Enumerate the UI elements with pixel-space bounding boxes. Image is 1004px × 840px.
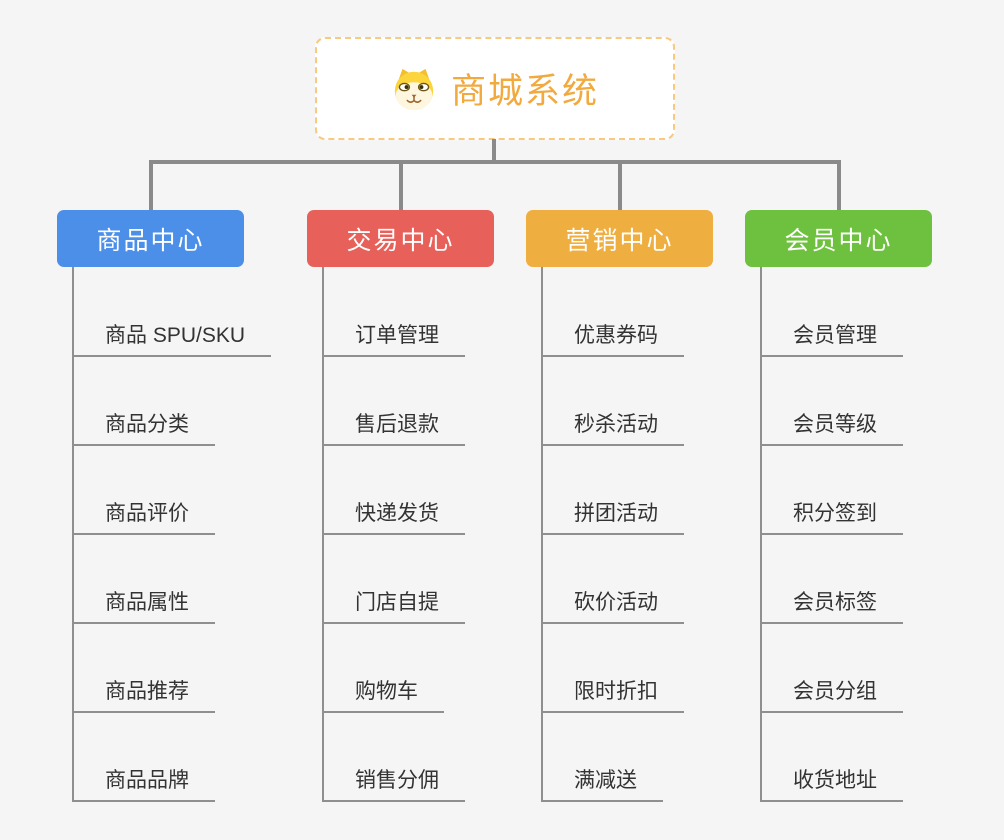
- leaf-topic[interactable]: 收货地址: [760, 762, 903, 802]
- leaf-topic[interactable]: 会员标签: [760, 584, 903, 624]
- leaf-topic[interactable]: 限时折扣: [541, 673, 684, 713]
- root-topic-label: 商城系统: [450, 72, 599, 111]
- leaf-topic[interactable]: 商品品牌: [72, 762, 215, 802]
- connector-line: [148, 160, 153, 210]
- leaf-topic[interactable]: 购物车: [322, 673, 444, 713]
- leaf-topic[interactable]: 砍价活动: [541, 584, 684, 624]
- connector-line: [617, 160, 622, 210]
- branch-column: 营销中心 优惠券码秒杀活动拼团活动砍价活动限时折扣满减送: [526, 210, 766, 810]
- branch-topic[interactable]: 商品中心: [57, 210, 244, 267]
- leaf-topic[interactable]: 商品属性: [72, 584, 215, 624]
- leaf-topic[interactable]: 售后退款: [322, 406, 465, 446]
- leaf-topic[interactable]: 积分签到: [760, 495, 903, 535]
- leaf-topic[interactable]: 商品评价: [72, 495, 215, 535]
- leaf-topic[interactable]: 商品分类: [72, 406, 215, 446]
- leaf-topic[interactable]: 门店自提: [322, 584, 465, 624]
- connector-line: [148, 160, 841, 164]
- branch-topic[interactable]: 会员中心: [745, 210, 932, 267]
- leaf-topic[interactable]: 快递发货: [322, 495, 465, 535]
- root-topic[interactable]: 商城系统: [315, 37, 675, 140]
- connector-line: [836, 160, 841, 210]
- leaf-topic[interactable]: 秒杀活动: [541, 406, 684, 446]
- leaf-topic[interactable]: 优惠券码: [541, 317, 684, 357]
- leaf-topic[interactable]: 会员分组: [760, 673, 903, 713]
- leaf-topic[interactable]: 满减送: [541, 762, 663, 802]
- leaf-topic[interactable]: 商品推荐: [72, 673, 215, 713]
- leaf-topic[interactable]: 销售分佣: [322, 762, 465, 802]
- leaf-topic[interactable]: 拼团活动: [541, 495, 684, 535]
- leaf-topic[interactable]: 订单管理: [322, 317, 465, 357]
- branch-column: 会员中心 会员管理会员等级积分签到会员标签会员分组收货地址: [745, 210, 985, 810]
- leaf-topic[interactable]: 商品 SPU/SKU: [72, 317, 272, 357]
- dog-face-icon: [391, 66, 437, 112]
- connector-line: [398, 160, 403, 210]
- branch-topic[interactable]: 营销中心: [526, 210, 713, 267]
- connector-line: [492, 139, 496, 164]
- branch-topic[interactable]: 交易中心: [307, 210, 494, 267]
- branch-column: 商品中心 商品 SPU/SKU 商品分类商品评价商品属性商品推荐商品品牌: [57, 210, 297, 810]
- branch-column: 交易中心 订单管理售后退款快递发货门店自提购物车销售分佣: [307, 210, 547, 810]
- leaf-topic[interactable]: 会员管理: [760, 317, 903, 357]
- leaf-topic[interactable]: 会员等级: [760, 406, 903, 446]
